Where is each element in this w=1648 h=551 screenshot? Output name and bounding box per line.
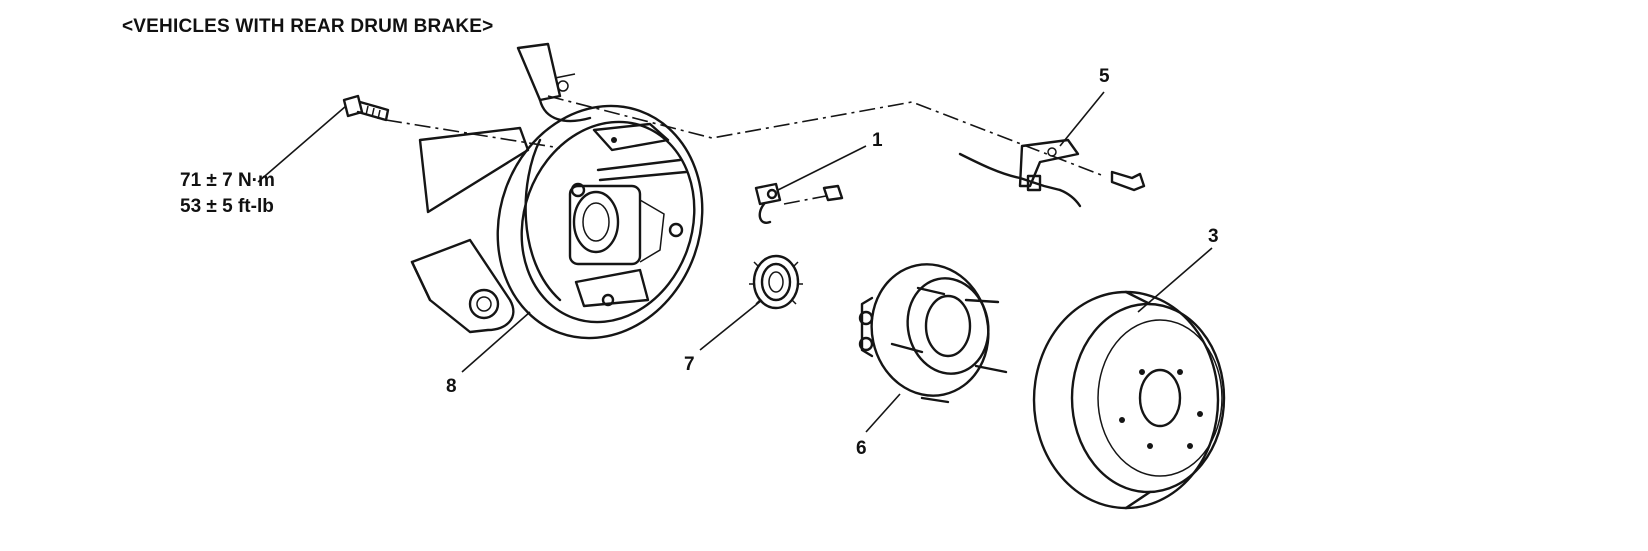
- callout-7: 7: [684, 354, 695, 375]
- callout-6: 6: [856, 438, 867, 459]
- callout-3: 3: [1208, 226, 1219, 247]
- hose-bracket: [958, 138, 1146, 208]
- diagram-title: <VEHICLES WITH REAR DRUM BRAKE>: [122, 16, 494, 37]
- trailing-arm: [410, 42, 592, 334]
- callout-leaders: [257, 91, 1213, 433]
- callout-5: 5: [1099, 66, 1110, 87]
- brake-drum: [1032, 290, 1226, 510]
- callout-1: 1: [872, 130, 883, 151]
- wheel-speed-sensor: [754, 182, 844, 224]
- gear-nut: [749, 254, 803, 310]
- mounting-bolt: [342, 94, 390, 122]
- assembly-center-lines: [385, 95, 1105, 205]
- hub-assembly: [858, 263, 1008, 404]
- torque-spec-imperial: 53 ± 5 ft-lb: [180, 196, 274, 217]
- torque-spec-metric: 71 ± 7 N·m: [180, 170, 275, 191]
- callout-8: 8: [446, 376, 457, 397]
- backing-plate-assembly: [496, 104, 704, 340]
